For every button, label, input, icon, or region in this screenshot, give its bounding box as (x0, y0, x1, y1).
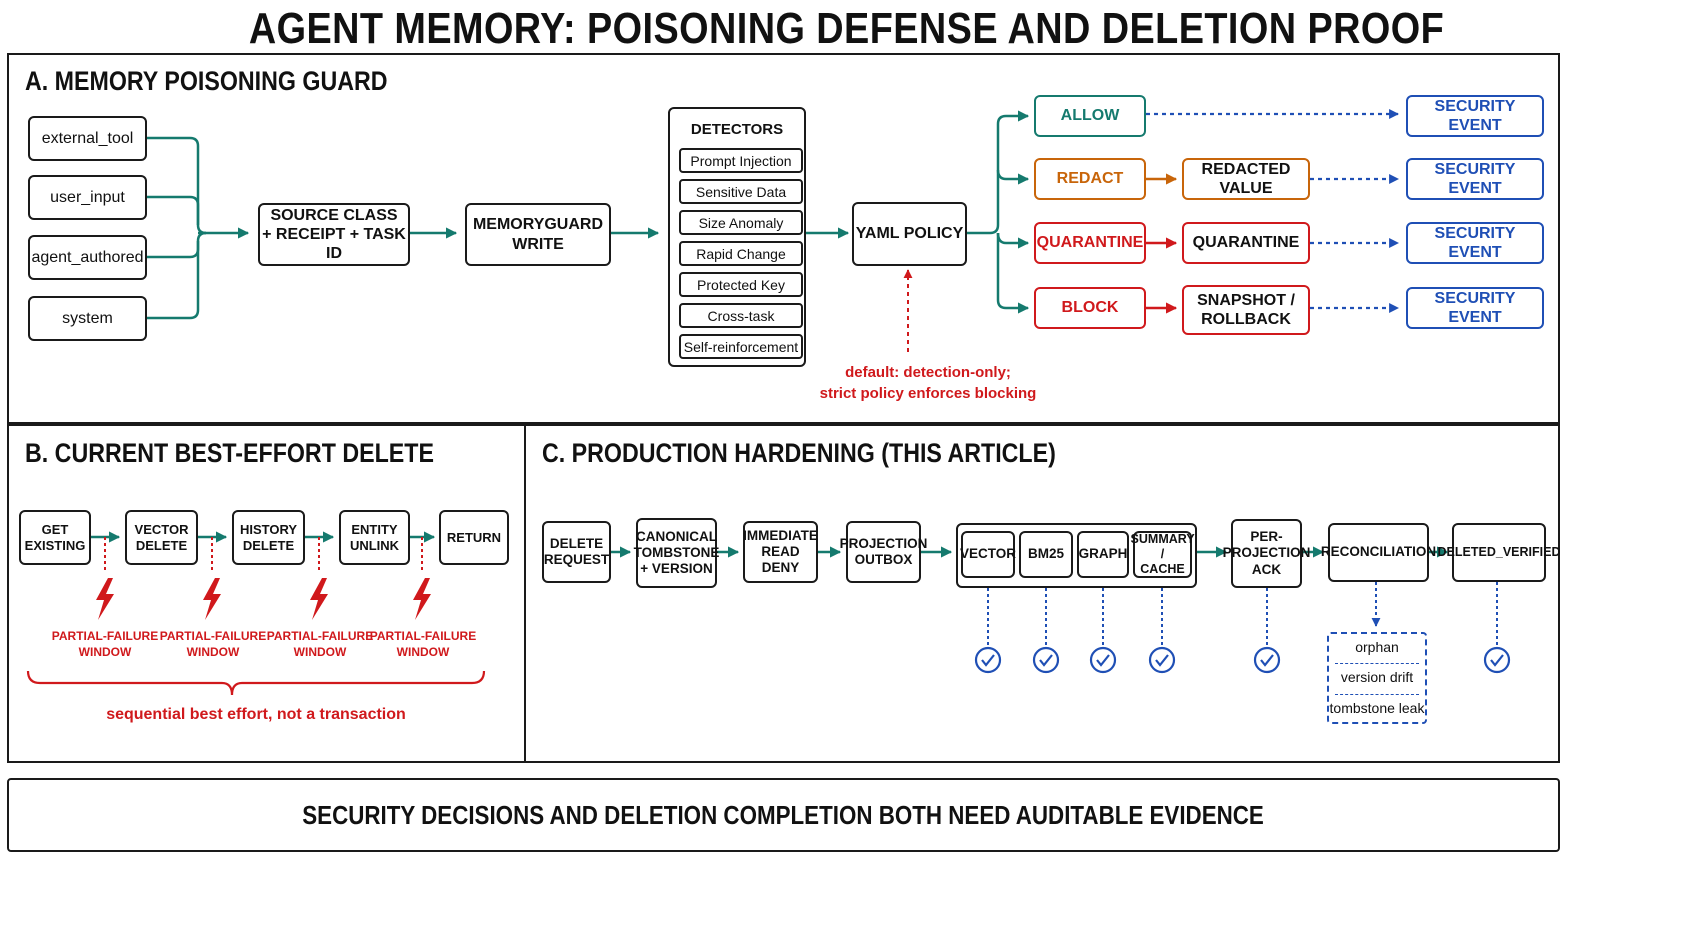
security-event-block: SECURITY EVENT (1406, 287, 1544, 329)
failure-window-3: PARTIAL-FAILURE WINDOW (266, 629, 374, 660)
outcome-snapshot-rollback: SNAPSHOT / ROLLBACK (1182, 285, 1310, 335)
security-event-redact: SECURITY EVENT (1406, 158, 1544, 200)
step-get-existing: GET EXISTING (19, 510, 91, 565)
outcome-quarantine: QUARANTINE (1182, 222, 1310, 264)
panel-c (524, 424, 1560, 763)
drift-orphan: orphan (1355, 639, 1399, 655)
security-event-quarantine: SECURITY EVENT (1406, 222, 1544, 264)
footer-wrap: SECURITY DECISIONS AND DELETION COMPLETI… (7, 778, 1560, 852)
detector-self-reinforcement: Self-reinforcement (679, 334, 803, 359)
step-return: RETURN (439, 510, 509, 565)
detector-prompt-injection: Prompt Injection (679, 148, 803, 173)
yaml-policy-box: YAML POLICY (852, 202, 967, 266)
decision-block: BLOCK (1034, 287, 1146, 329)
drift-tombstone-leak: tombstone leak (1329, 700, 1425, 716)
drift-version-drift: version drift (1340, 669, 1414, 685)
step-entity-unlink: ENTITY UNLINK (339, 510, 410, 565)
step-vector-delete: VECTOR DELETE (125, 510, 198, 565)
projection-summary-cache: SUMMARY / CACHE (1130, 531, 1195, 578)
decision-allow: ALLOW (1034, 95, 1146, 137)
failure-window-2: PARTIAL-FAILURE WINDOW (159, 629, 267, 660)
footer-text: SECURITY DECISIONS AND DELETION COMPLETI… (302, 799, 1265, 830)
projection-vector: VECTOR (960, 531, 1016, 578)
deleted-verified-box: DELETED_VERIFIED (1438, 523, 1560, 582)
delete-request-box: DELETE REQUEST (542, 521, 611, 583)
panel-c-heading: C. PRODUCTION HARDENING (THIS ARTICLE) (542, 438, 1056, 468)
footer-panel (7, 778, 1560, 852)
source-agent-authored: agent_authored (28, 235, 147, 280)
security-event-allow: SECURITY EVENT (1406, 95, 1544, 137)
failure-window-4: PARTIAL-FAILURE WINDOW (369, 629, 477, 660)
immediate-read-deny-box: IMMEDIATE READ DENY (743, 521, 818, 583)
panel-a (7, 53, 1560, 424)
projection-outbox-box: PROJECTION OUTBOX (840, 521, 927, 583)
source-system: system (28, 296, 147, 341)
panel-a-heading: A. MEMORY POISONING GUARD (25, 66, 388, 96)
projection-bm25: BM25 (1019, 531, 1073, 578)
decision-quarantine: QUARANTINE (1034, 222, 1146, 264)
source-user-input: user_input (28, 175, 147, 220)
projection-graph: GRAPH (1077, 531, 1129, 578)
page-title: AGENT MEMORY: POISONING DEFENSE AND DELE… (248, 4, 1445, 53)
drift-divider (1335, 694, 1419, 695)
per-projection-ack-box: PER- PROJECTION ACK (1223, 519, 1310, 588)
detector-protected-key: Protected Key (679, 272, 803, 297)
step-history-delete: HISTORY DELETE (232, 510, 305, 565)
panel-b-heading: B. CURRENT BEST-EFFORT DELETE (25, 438, 434, 468)
failure-window-1: PARTIAL-FAILURE WINDOW (51, 629, 159, 660)
reconciliation-box: RECONCILIATION (1321, 523, 1436, 582)
drift-list: orphan version drift tombstone leak (1327, 632, 1427, 724)
outcome-redacted-value: REDACTED VALUE (1182, 158, 1310, 200)
detectors-panel: DETECTORS Prompt Injection Sensitive Dat… (668, 107, 806, 367)
tombstone-box: CANONICAL TOMBSTONE + VERSION (634, 518, 719, 588)
detector-rapid-change: Rapid Change (679, 241, 803, 266)
detector-cross-task: Cross-task (679, 303, 803, 328)
brace-note: sequential best effort, not a transactio… (106, 706, 406, 723)
policy-note: default: detection-only; strict policy e… (819, 364, 1037, 402)
source-external-tool: external_tool (28, 116, 147, 161)
drift-divider (1335, 663, 1419, 664)
detectors-title: DETECTORS (690, 121, 784, 138)
source-class-box: SOURCE CLASS + RECEIPT + TASK ID (258, 203, 410, 266)
detector-size-anomaly: Size Anomaly (679, 210, 803, 235)
decision-redact: REDACT (1034, 158, 1146, 200)
memoryguard-write-box: MEMORYGUARD WRITE (465, 203, 611, 266)
detector-sensitive-data: Sensitive Data (679, 179, 803, 204)
